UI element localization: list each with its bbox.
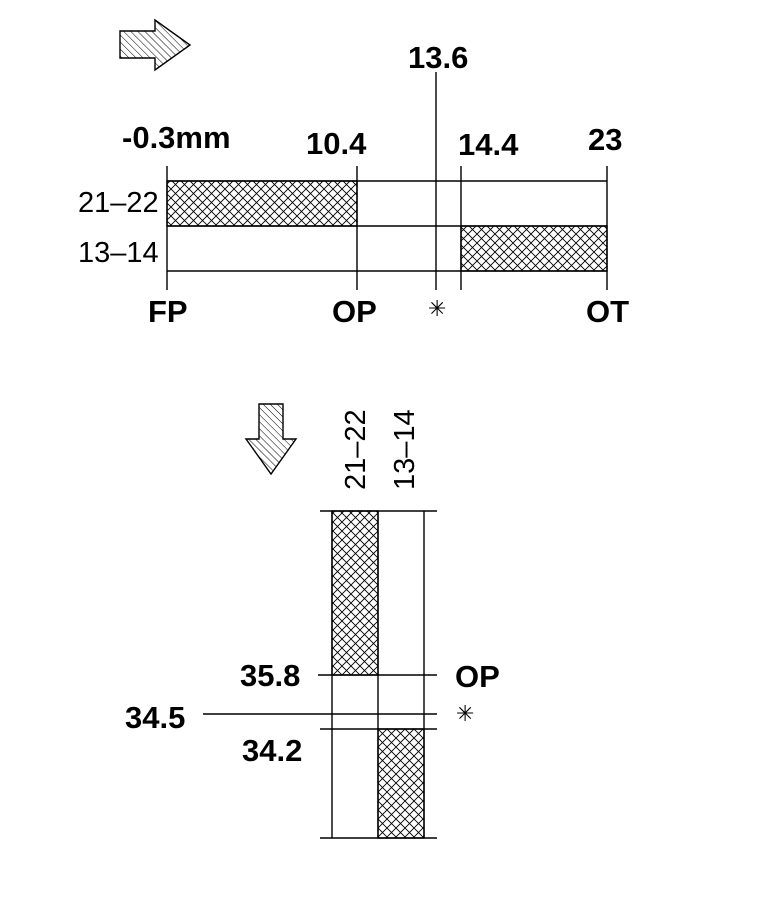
star-side-icon: ✳: [456, 701, 474, 726]
star-icon: ✳: [428, 296, 446, 321]
start-level-value: 34.2: [242, 733, 302, 768]
row-label-21-22: 21‒22: [78, 187, 159, 219]
fp-label: FP: [148, 294, 188, 329]
star-value-label: 13.6: [408, 40, 468, 75]
column-label-13-14: 13‒14: [389, 409, 421, 490]
row-label-13-14: 13‒14: [78, 237, 159, 269]
op-level-value: 35.8: [240, 658, 300, 693]
down-arrow-icon: [244, 403, 298, 476]
fp-value-label: -0.3mm: [122, 120, 231, 155]
star-level-value: 34.5: [125, 700, 185, 735]
contact-bar-13-14-vertical: [377, 728, 425, 839]
ot-label: OT: [586, 294, 629, 329]
right-arrow-icon: [119, 18, 192, 72]
contact-bar-21-22: [166, 180, 358, 227]
op-value-label: 10.4: [306, 126, 367, 161]
ot-value-label: 23: [588, 122, 622, 157]
op-label: OP: [332, 294, 377, 329]
ot-start-value-label: 14.4: [458, 127, 519, 162]
vertical-diagram: 21‒22 13‒14 35.8 34.5 34.2 OP ✳: [125, 403, 500, 839]
contact-bar-21-22-vertical: [331, 510, 379, 676]
horizontal-diagram: -0.3mm 10.4 13.6 14.4 23 21‒22 13‒14 FP …: [78, 18, 629, 329]
contact-bar-13-14: [460, 225, 608, 272]
column-label-21-22: 21‒22: [340, 409, 372, 490]
op-side-label: OP: [455, 659, 500, 694]
